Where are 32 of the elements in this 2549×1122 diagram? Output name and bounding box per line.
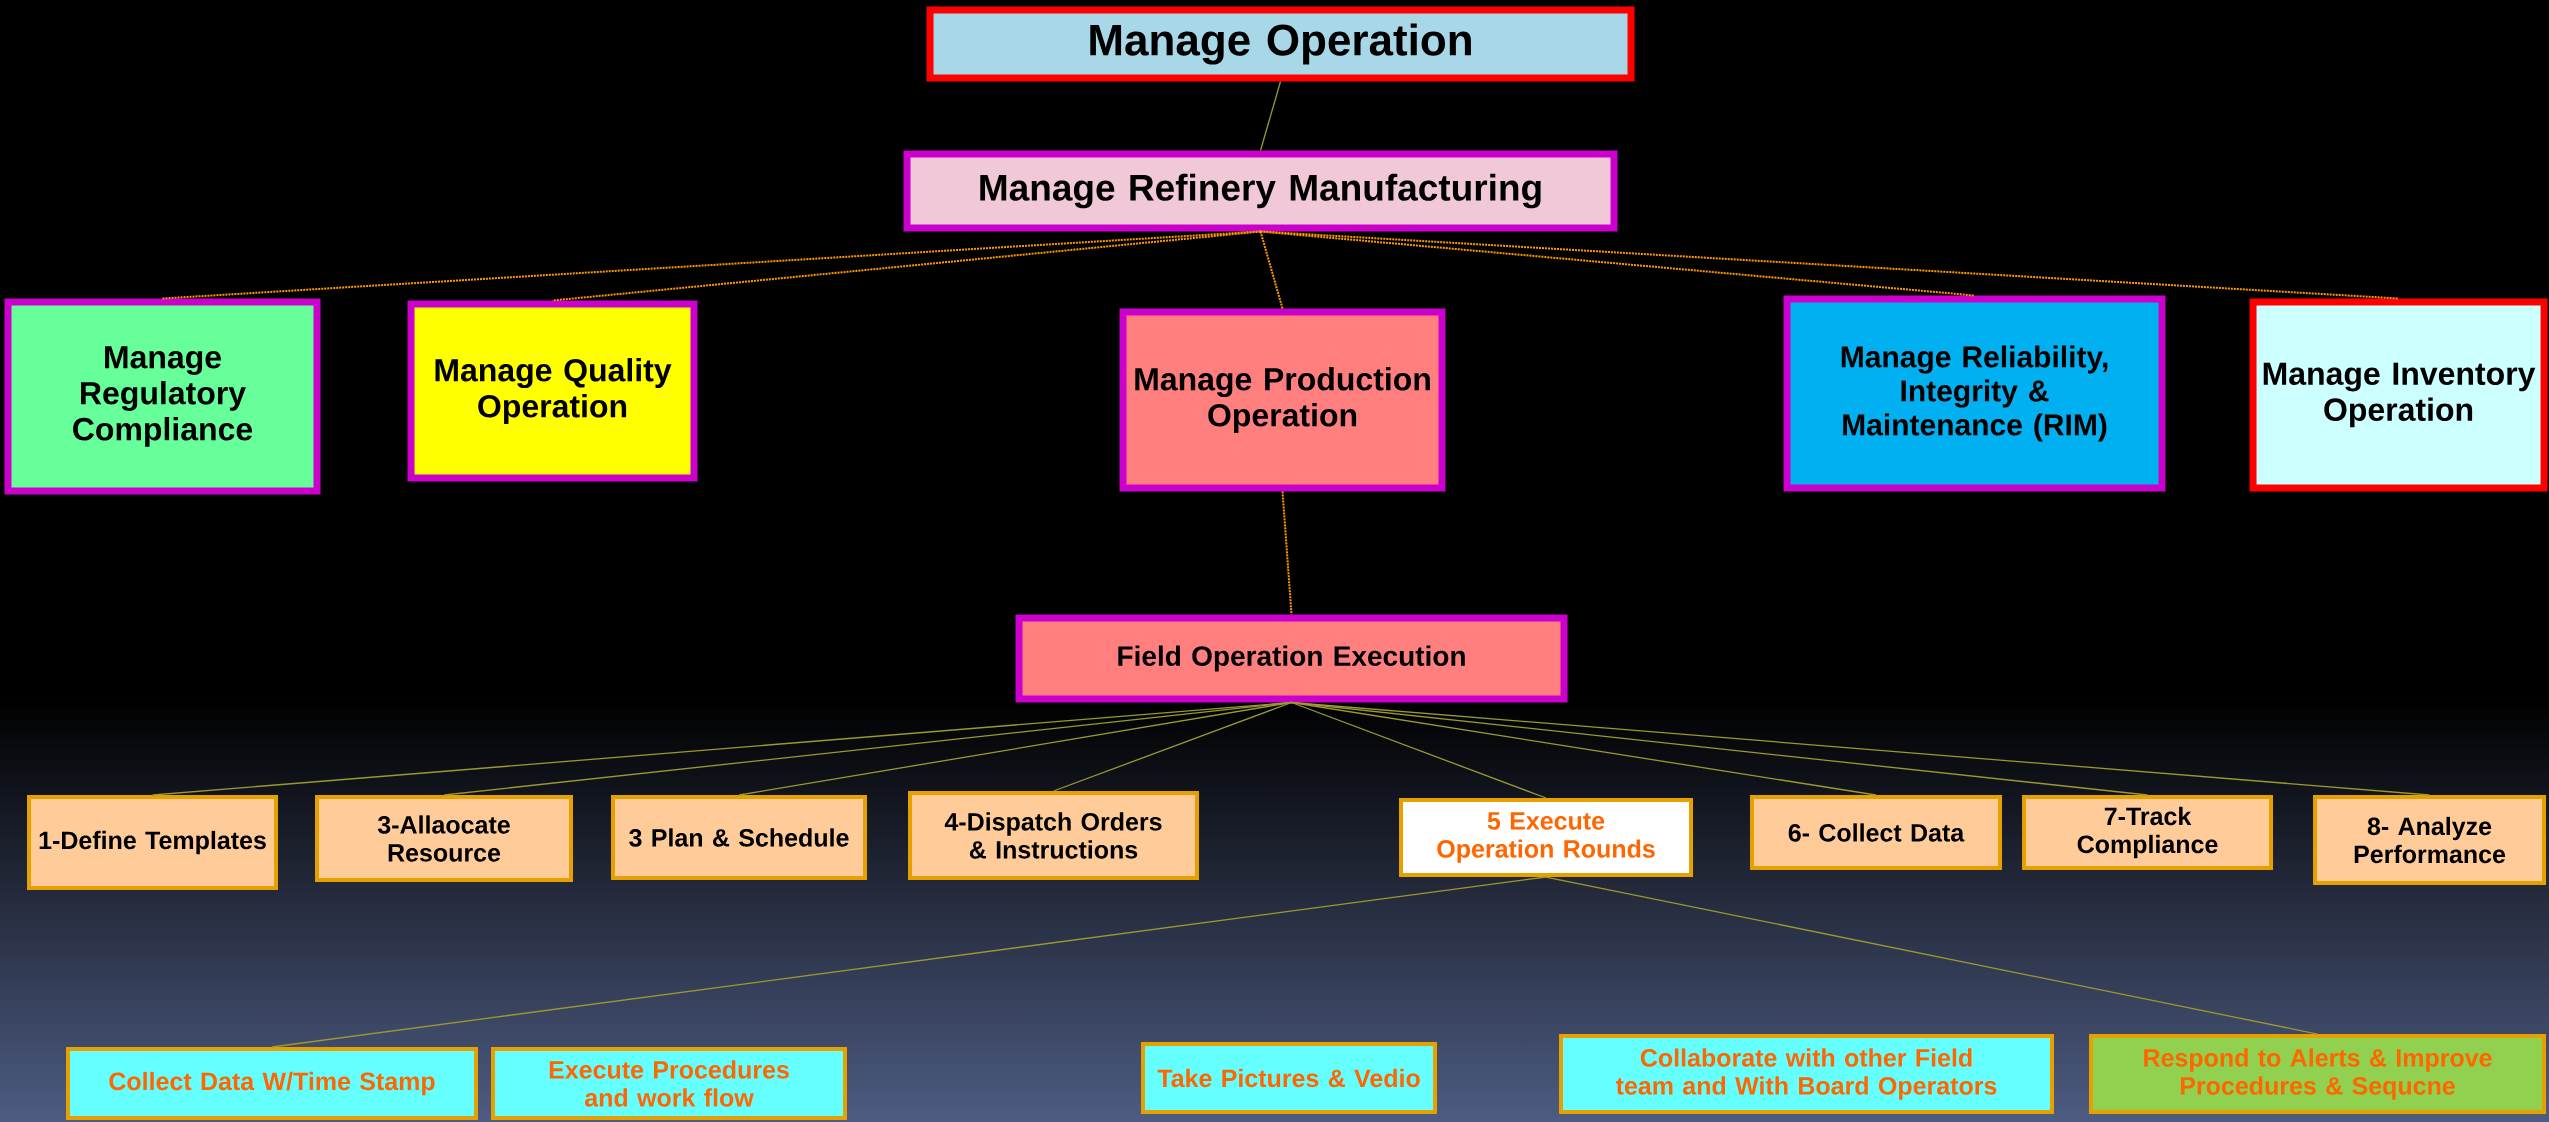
step-box: 8- Analyze Performance [2313, 795, 2547, 885]
connector-line [1290, 701, 1547, 799]
task-box: Execute Procedures and work flow [491, 1047, 847, 1120]
task-box: Collect Data W/Time Stamp [66, 1047, 478, 1120]
step-box: 6- Collect Data [1750, 795, 2002, 870]
connector-line [1259, 230, 1284, 310]
connector-line [1290, 701, 2431, 796]
process-box: Manage Production Operation [1119, 308, 1446, 492]
process-box: Field Operation Execution [1015, 614, 1568, 703]
step-box: 3 Plan & Schedule [611, 795, 867, 880]
task-box: Respond to Alerts & Improve Procedures & Sequcne [2089, 1034, 2547, 1114]
step-box: 3-Allaocate Resource [315, 795, 573, 882]
connector-line [1259, 80, 1282, 152]
process-box: Manage Regulatory Compliance [4, 298, 321, 495]
connector-line [1052, 701, 1293, 792]
process-box: Manage Refinery Manufacturing [903, 150, 1618, 232]
task-box: Take Pictures & Vedio [1141, 1042, 1437, 1114]
connector-line [738, 701, 1293, 796]
step-box: 4-Dispatch Orders & Instructions [908, 791, 1199, 880]
step-box: 7-Track Compliance [2022, 795, 2273, 870]
connector-line [1259, 230, 2400, 300]
title-box: Manage Operation [926, 6, 1635, 82]
process-box: Manage Reliability, Integrity & Maintenance (RIM) [1783, 295, 2166, 492]
connector-line [1281, 490, 1293, 616]
connector-line [271, 876, 1547, 1048]
connector-line [1545, 876, 2319, 1035]
connector-line [551, 230, 1262, 302]
step-box: 1-Define Templates [27, 795, 278, 890]
process-box: Manage Inventory Operation [2249, 298, 2548, 492]
task-box: Collaborate with other Field team and With Board Operators [1559, 1034, 2054, 1114]
process-box: Manage Quality Operation [407, 300, 698, 482]
step-box: 5 Execute Operation Rounds [1399, 798, 1693, 877]
